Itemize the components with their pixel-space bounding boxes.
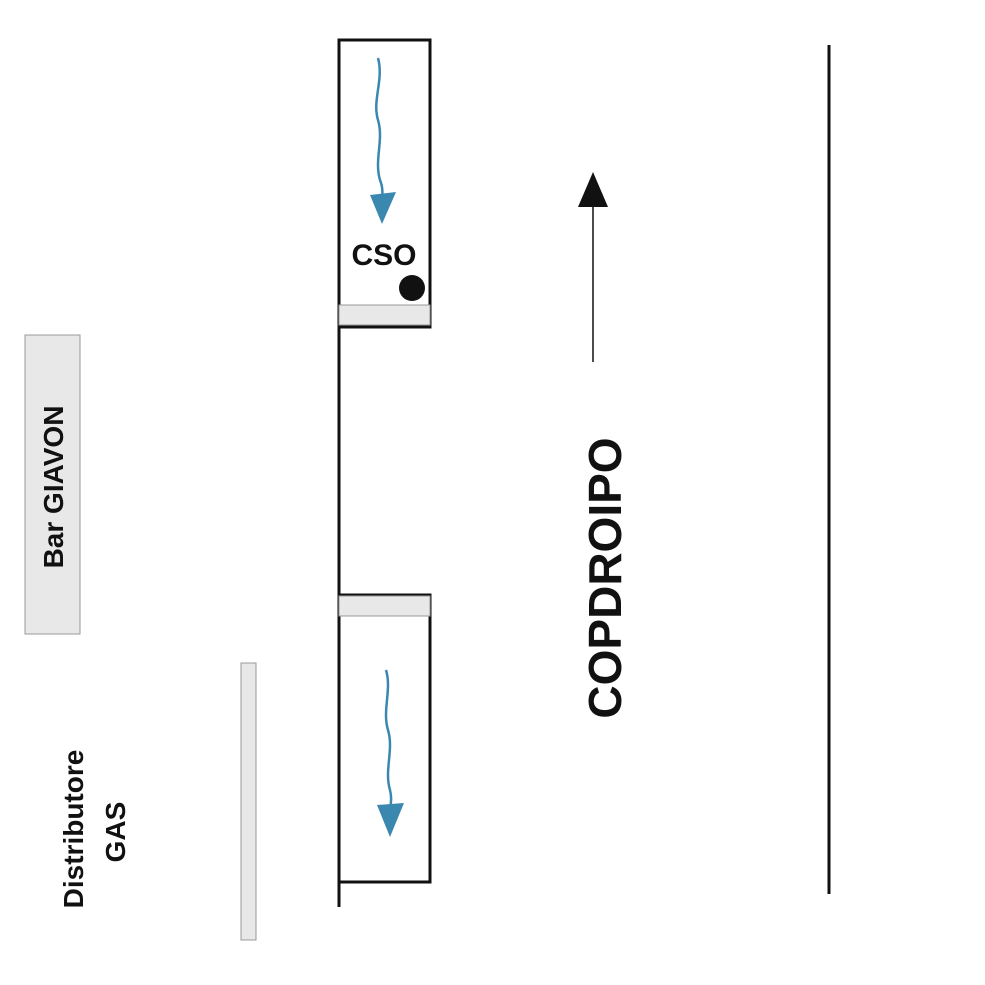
filled-dot-icon [399,275,425,301]
cso-label: CSO [351,239,416,272]
wavy-down-arrow-icon [377,669,404,837]
lower-lane-box [337,593,432,884]
upper-crossing-bar [338,304,431,326]
bar-sign-box [24,334,81,635]
road-name-label: COPDROIPO [579,437,631,718]
bar-label: Bar GIAVON [38,406,69,569]
distributor-bar [240,662,257,941]
upper-lane-box [337,38,432,329]
wavy-down-arrow-icon [370,57,396,224]
distributor-label-line2: GAS [100,802,131,863]
up-arrow-icon [578,172,608,362]
distributor-label-line1: Distributore [58,750,89,909]
lower-crossing-bar [338,595,431,617]
